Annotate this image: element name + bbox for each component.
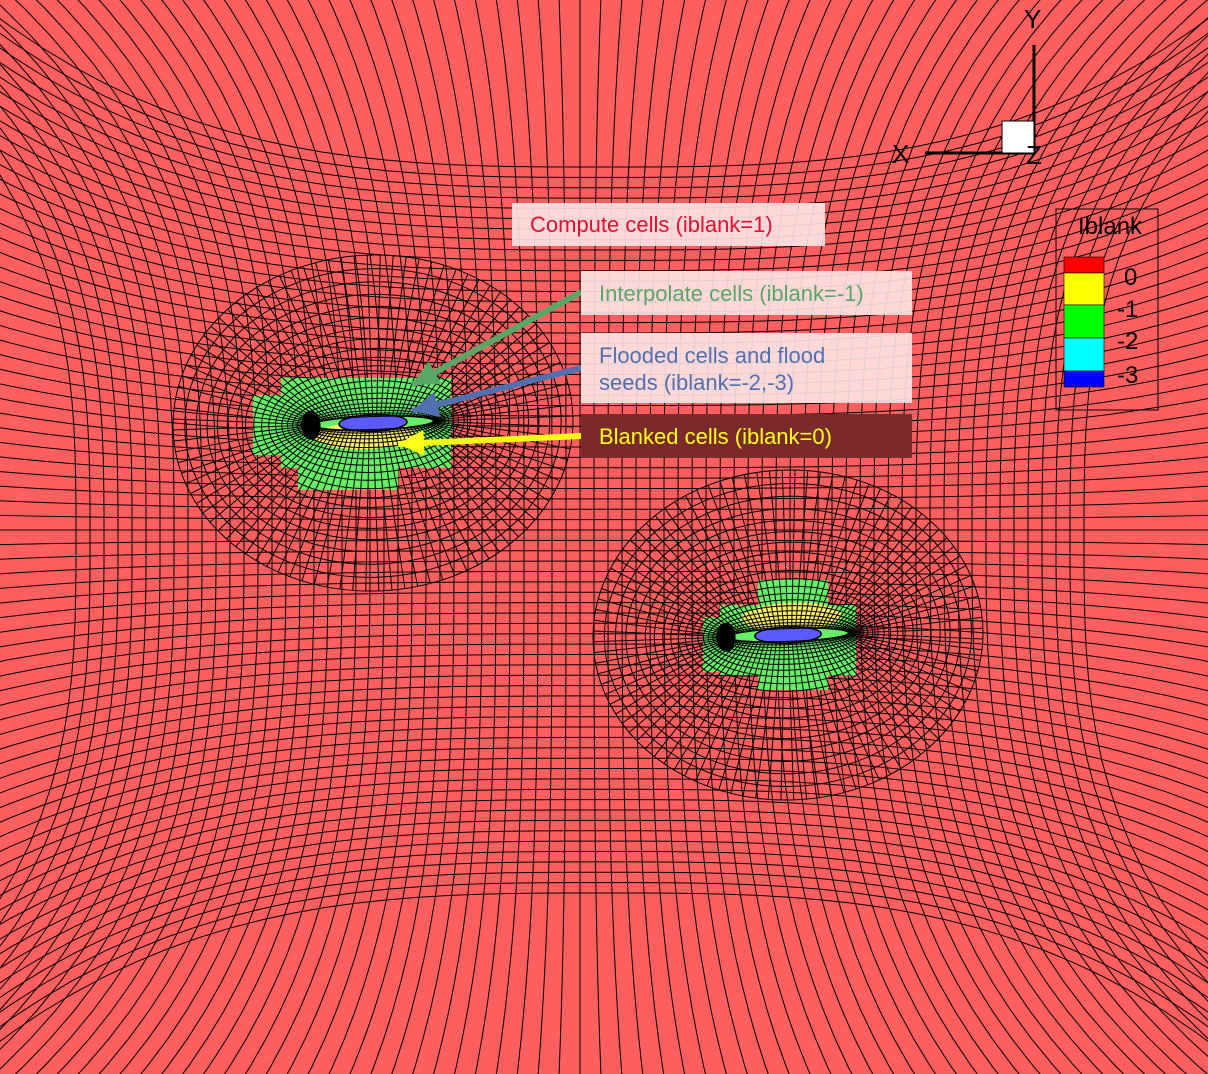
legend-swatch — [1063, 304, 1105, 339]
label-compute-cells: Compute cells (iblank=1) — [512, 203, 825, 246]
axis-label-y: Y — [1024, 4, 1042, 34]
legend-swatch — [1063, 272, 1105, 306]
arrow-blanked — [397, 429, 582, 456]
axis-label-z: Z — [1026, 140, 1042, 170]
axis-triad — [925, 45, 1036, 155]
legend-tick-0: 0 — [1124, 264, 1138, 291]
legend-frame — [1055, 208, 1159, 411]
z-axis-box — [1001, 120, 1035, 154]
label-flooded-cells: Flooded cells and flood seeds (iblank=-2… — [581, 333, 912, 403]
legend-swatch — [1063, 256, 1105, 274]
legend-tick-2: -2 — [1117, 328, 1139, 355]
airfoil-grid-upper-left — [172, 254, 574, 592]
legend-colorbar — [1063, 256, 1105, 388]
label-flooded-line2: seeds (iblank=-2,-3) — [599, 370, 795, 395]
leading-edge — [716, 622, 736, 652]
legend-tick-3: -3 — [1117, 362, 1139, 389]
legend-swatch — [1063, 337, 1105, 372]
airfoil-grid-lower-right — [592, 469, 984, 801]
label-flooded-line1: Flooded cells and flood — [599, 343, 826, 368]
label-interpolate-cells: Interpolate cells (iblank=-1) — [581, 271, 912, 315]
axis-label-x: X — [892, 139, 910, 169]
legend-title: Iblank — [1078, 213, 1143, 240]
leading-edge — [301, 410, 321, 440]
label-blanked-cells: Blanked cells (iblank=0) — [581, 414, 912, 458]
annotation-arrows — [397, 289, 583, 456]
legend-tick-1: -1 — [1117, 296, 1139, 323]
arrow-interpolate — [410, 289, 583, 388]
legend-swatch — [1063, 370, 1105, 388]
arrow-flooded — [411, 365, 582, 418]
